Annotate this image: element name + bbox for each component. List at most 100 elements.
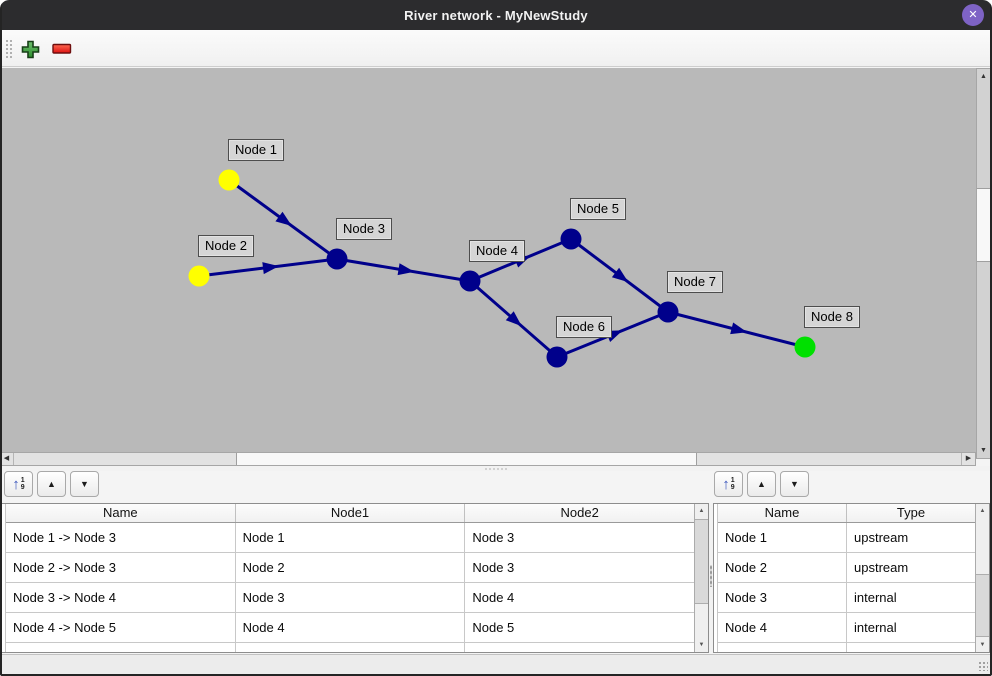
nodes-move-up-button[interactable]: ▲ — [747, 471, 776, 497]
close-icon: ✕ — [968, 8, 978, 21]
node-label[interactable]: Node 1 — [228, 139, 284, 161]
reaches-move-down-button[interactable]: ▼ — [70, 471, 99, 497]
node-label[interactable]: Node 3 — [336, 218, 392, 240]
cell-node1: Node 1 — [236, 523, 466, 552]
table-row-empty — [6, 643, 694, 652]
column-header-type[interactable]: Type — [896, 505, 926, 520]
scroll-down-button[interactable]: ▼ — [979, 642, 986, 648]
cell-name: Node 1 — [718, 523, 847, 552]
column-header-name[interactable]: Name — [6, 504, 236, 522]
cell-node2: Node 3 — [472, 530, 515, 545]
scroll-down-button[interactable]: ▼ — [698, 642, 705, 648]
toolbar-grip[interactable] — [5, 39, 14, 59]
cell-name: Node 1 -> Node 3 — [6, 523, 236, 552]
network-canvas[interactable]: Node 1 Node 2 Node 3 Node 4 Node 5 Node 6 Node… — [2, 68, 976, 452]
table-row[interactable]: Node 3 internal — [718, 583, 975, 613]
node-label[interactable]: Node 6 — [556, 316, 612, 338]
vertical-scroll-thumb[interactable] — [695, 519, 708, 604]
node-circle[interactable] — [326, 248, 348, 270]
horizontal-scroll-thumb[interactable] — [236, 453, 697, 465]
row-header-gutter — [2, 504, 6, 652]
pane-splitter-vertical[interactable] — [709, 503, 713, 653]
node-circle[interactable] — [546, 346, 568, 368]
close-button[interactable]: ✕ — [962, 4, 984, 26]
scroll-left-button[interactable]: ◀ — [0, 453, 14, 465]
table-row[interactable]: Node 2 -> Node 3 Node 2 Node 3 — [6, 553, 694, 583]
cell-node2: Node 4 — [472, 590, 515, 605]
flow-arrow-icon — [505, 311, 522, 327]
cell-name: Node 2 — [718, 553, 847, 582]
node-circle[interactable] — [657, 301, 679, 323]
vertical-scroll-thumb[interactable] — [976, 574, 989, 637]
river-network-graph — [188, 169, 816, 368]
cell-name: Node 2 -> Node 3 — [6, 553, 236, 582]
scroll-up-button[interactable]: ▲ — [979, 508, 986, 514]
flow-arrow-icon — [730, 322, 748, 335]
add-button[interactable] — [18, 37, 42, 61]
cell-node2: Node 5 — [472, 620, 515, 635]
node-label[interactable]: Node 7 — [667, 271, 723, 293]
up-arrow-icon: ▲ — [757, 478, 766, 489]
column-header-node1[interactable]: Node1 — [236, 504, 466, 522]
node-circle[interactable] — [560, 228, 582, 250]
nodes-table-header: Name Type — [718, 504, 975, 523]
scroll-up-button[interactable]: ▲ — [698, 508, 705, 514]
cell-node1: Node 3 — [236, 583, 466, 612]
table-row[interactable]: Node 1 -> Node 3 Node 1 Node 3 — [6, 523, 694, 553]
scroll-up-button[interactable]: ▲ — [980, 73, 987, 80]
down-arrow-icon: ▼ — [80, 478, 89, 489]
flow-arrow-icon — [262, 262, 279, 275]
node-circle[interactable] — [794, 336, 816, 358]
column-header-name[interactable]: Name — [718, 504, 847, 522]
minus-icon — [52, 43, 72, 54]
flow-arrow-icon — [611, 267, 629, 283]
column-header-node2[interactable]: Node2 — [560, 505, 599, 520]
nodes-table-vscrollbar[interactable]: ▲ ▼ — [975, 504, 989, 652]
status-bar — [0, 654, 992, 674]
node-circle[interactable] — [218, 169, 240, 191]
resize-grip[interactable] — [978, 661, 988, 671]
table-row[interactable]: Node 3 -> Node 4 Node 3 Node 4 — [6, 583, 694, 613]
vertical-scroll-thumb[interactable] — [977, 188, 990, 262]
node-label[interactable]: Node 4 — [469, 240, 525, 262]
nodes-move-down-button[interactable]: ▼ — [780, 471, 809, 497]
cell-name: Node 4 — [718, 613, 847, 642]
cell-type: upstream — [854, 530, 909, 545]
title-bar: River network - MyNewStudy ✕ — [0, 0, 992, 30]
pane-splitter-horizontal[interactable] — [0, 466, 992, 471]
cell-name: Node 3 — [718, 583, 847, 612]
table-row[interactable]: Node 4 internal — [718, 613, 975, 643]
cell-name: Node 3 -> Node 4 — [6, 583, 236, 612]
scroll-down-button[interactable]: ▼ — [980, 447, 987, 454]
node-label[interactable]: Node 8 — [804, 306, 860, 328]
cell-type: internal — [854, 590, 897, 605]
node-label-layer: Node 1 Node 2 Node 3 Node 4 Node 5 Node 6 Node… — [2, 68, 976, 452]
reaches-table-vscrollbar[interactable]: ▲ ▼ — [694, 504, 708, 652]
node-label[interactable]: Node 2 — [198, 235, 254, 257]
node-label[interactable]: Node 5 — [570, 198, 626, 220]
node-circle[interactable] — [459, 270, 481, 292]
cell-type: internal — [854, 620, 897, 635]
cell-type: upstream — [854, 560, 909, 575]
splitter-grip — [484, 468, 508, 470]
node-circle[interactable] — [188, 265, 210, 287]
canvas-vertical-scrollbar[interactable]: ▲ ▼ — [976, 68, 991, 459]
reaches-move-up-button[interactable]: ▲ — [37, 471, 66, 497]
flow-arrow-icon — [275, 211, 292, 226]
nodes-table: Name Type Node 1 upstream Node 2 upstrea… — [713, 503, 990, 653]
table-row[interactable]: Node 4 -> Node 5 Node 4 Node 5 — [6, 613, 694, 643]
plus-icon — [21, 40, 39, 58]
table-row[interactable]: Node 2 upstream — [718, 553, 975, 583]
scroll-right-button[interactable]: ▶ — [961, 453, 975, 465]
window-title: River network - MyNewStudy — [404, 7, 588, 23]
flow-arrow-icon — [397, 263, 415, 276]
remove-button[interactable] — [50, 37, 74, 61]
reaches-table: Name Node1 Node2 Node 1 -> Node 3 Node 1… — [1, 503, 709, 653]
table-row[interactable]: Node 1 upstream — [718, 523, 975, 553]
canvas-horizontal-scrollbar[interactable]: ◀ ▶ — [0, 452, 976, 466]
